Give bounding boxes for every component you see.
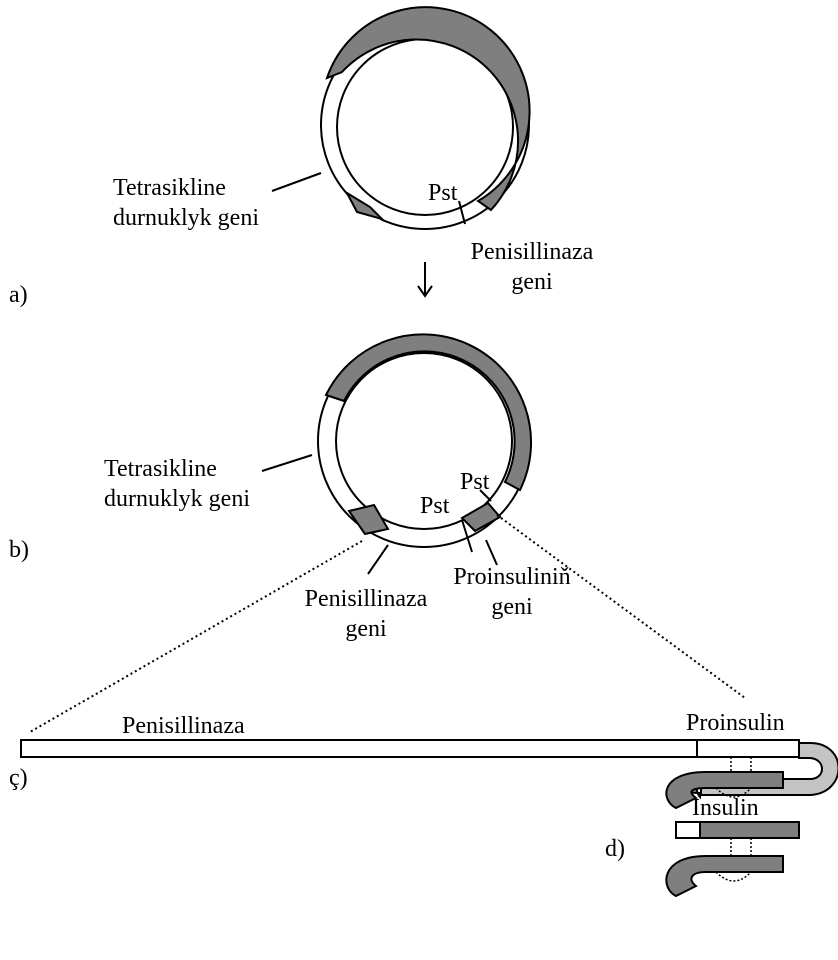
panel-label-d: d) bbox=[605, 836, 625, 862]
leader-a-pst bbox=[458, 200, 466, 225]
tetracycline-gene-label-a-line2: durnuklyk geni bbox=[113, 205, 259, 231]
penicillinase-gene-label-a-line2: geni bbox=[511, 269, 553, 295]
insulin-white-end bbox=[675, 821, 701, 839]
down-arrow-icon bbox=[417, 262, 433, 298]
tetracycline-gene-label-a: Tetrasikline durnuklyk geni bbox=[113, 176, 259, 230]
fusion-protein bbox=[20, 739, 838, 810]
plasmid-a bbox=[271, 6, 531, 230]
leader-a-tetracycline bbox=[271, 172, 322, 192]
penicillinase-segment-label: Penisillinaza bbox=[122, 713, 245, 739]
panel-label-a: a) bbox=[9, 282, 28, 308]
plasmid-b bbox=[261, 333, 532, 575]
proinsulin-gene-label-b-line1: Proinsuliniň bbox=[453, 564, 571, 590]
proinsulin-gene-label-b: Proinsuliniň geni bbox=[430, 565, 594, 619]
proinsulin-segment-label: Proinsulin bbox=[686, 710, 785, 736]
leader-b-tetracycline bbox=[261, 454, 313, 472]
disulfide-bridges-d bbox=[715, 838, 752, 882]
tetracycline-gene-label-b-line2: durnuklyk geni bbox=[104, 486, 250, 512]
insulin-a-chain bbox=[665, 855, 784, 898]
zoom-line-left bbox=[29, 540, 363, 733]
panel-label-c: ç) bbox=[9, 765, 28, 791]
plasmid-a-dark-segment bbox=[325, 6, 531, 212]
insulin-b-chain bbox=[699, 821, 800, 839]
tetracycline-gene-label-b: Tetrasikline durnuklyk geni bbox=[104, 457, 250, 511]
leader-b-pst-1 bbox=[461, 519, 473, 553]
proinsulin-bar bbox=[696, 739, 800, 758]
tetracycline-gene-label-b-line1: Tetrasikline bbox=[104, 456, 217, 482]
zoom-line-right bbox=[496, 514, 746, 699]
penicillinase-bar bbox=[20, 739, 698, 758]
penicillinase-gene-label-a-line1: Penisillinaza bbox=[470, 239, 594, 265]
leader-b-proinsulin bbox=[485, 539, 498, 566]
tetracycline-gene-label-a-line1: Tetrasikline bbox=[113, 175, 226, 201]
pst-site-label-b-2: Pst bbox=[460, 469, 490, 495]
plasmid-b-small-segment bbox=[347, 503, 390, 536]
leader-b-pst-2 bbox=[479, 489, 492, 502]
plasmid-b-proinsulin-insert bbox=[460, 501, 502, 533]
proinsulin-gene-label-b-line2: geni bbox=[491, 594, 533, 620]
penicillinase-gene-label-a: Penisillinaza geni bbox=[454, 240, 610, 294]
disulfide-bridges-c bbox=[715, 757, 752, 798]
penicillinase-gene-label-b-line1: Penisillinaza bbox=[304, 586, 428, 612]
insulin-label: Insulin bbox=[692, 795, 759, 821]
proinsulin-a-chain-hook bbox=[665, 771, 784, 810]
penicillinase-gene-label-b: Penisillinaza geni bbox=[288, 587, 444, 641]
penicillinase-gene-label-b-line2: geni bbox=[345, 616, 387, 642]
leader-b-penicillinase bbox=[367, 544, 389, 575]
pst-site-label-b-1: Pst bbox=[420, 493, 450, 519]
plasmid-a-small-segment bbox=[344, 190, 386, 221]
insulin-molecule bbox=[665, 821, 800, 898]
panel-label-b: b) bbox=[9, 537, 29, 563]
plasmid-b-dark-segment bbox=[324, 333, 532, 492]
pst-site-label-a: Pst bbox=[428, 180, 458, 206]
